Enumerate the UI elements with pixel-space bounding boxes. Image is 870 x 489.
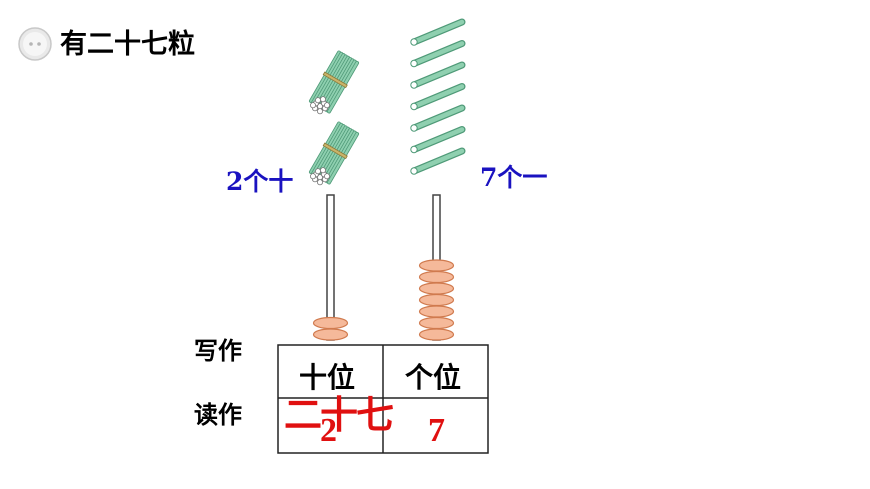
single-stick: [410, 18, 466, 46]
ones-place-header: 个位: [405, 361, 462, 394]
single-stick: [410, 147, 466, 175]
tens-bead: [312, 328, 349, 341]
single-stick: [410, 61, 466, 89]
ones-bead: [418, 270, 455, 284]
single-stick: [410, 126, 466, 154]
tens-digit: 2: [320, 412, 337, 449]
write-as-label: 写作: [194, 336, 242, 365]
single-sticks: [410, 18, 466, 175]
tens-count-label: 2个十: [226, 167, 294, 196]
ones-bead: [418, 282, 455, 295]
ones-bead: [418, 316, 455, 330]
number-reading: 二十七: [284, 392, 394, 437]
ones-beads: [418, 259, 455, 341]
ones-bead: [418, 259, 455, 272]
page-title: 有二十七粒: [60, 29, 195, 60]
tens-place-header: 十位: [299, 361, 356, 394]
tens-beads: [312, 316, 349, 341]
bullet-circle-icon: [18, 27, 52, 61]
read-as-label: 读作: [194, 400, 242, 429]
ten-stick-bundle: [308, 121, 360, 185]
stick-bundles: [308, 50, 360, 186]
ones-count-label: 7个一: [480, 163, 548, 192]
tens-bead: [312, 316, 349, 330]
single-stick: [410, 83, 466, 111]
ones-bead: [418, 293, 455, 307]
ten-stick-bundle: [308, 50, 360, 114]
single-stick: [410, 40, 466, 68]
single-stick: [410, 104, 466, 132]
ones-bead: [418, 305, 455, 318]
ones-bead: [418, 328, 455, 341]
place-value-table: [277, 344, 489, 454]
ones-digit: 7: [428, 412, 445, 449]
